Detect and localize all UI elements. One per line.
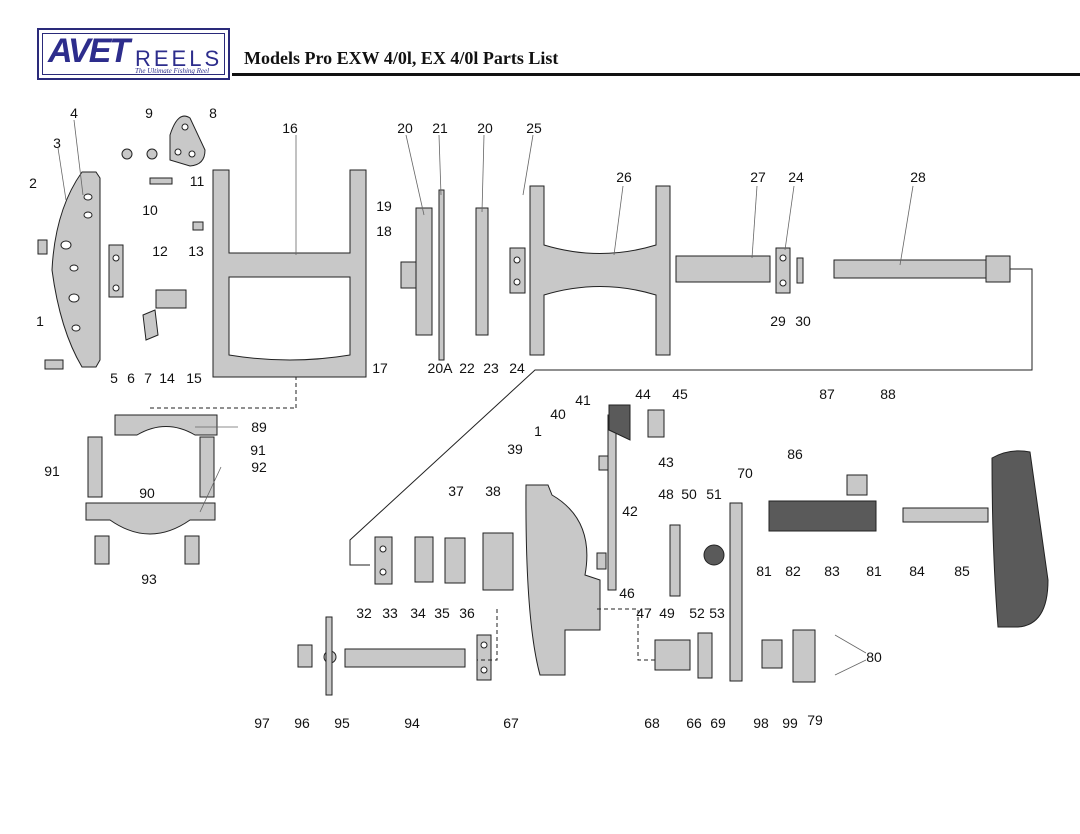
part-label: 15 bbox=[186, 370, 202, 386]
part-label: 50 bbox=[681, 486, 697, 502]
part-label: 80 bbox=[866, 649, 882, 665]
part-label: 67 bbox=[503, 715, 519, 731]
part-label: 28 bbox=[910, 169, 926, 185]
part-label: 66 bbox=[686, 715, 702, 731]
part-label: 20 bbox=[477, 120, 493, 136]
part-label: 20 bbox=[397, 120, 413, 136]
part-label: 35 bbox=[434, 605, 450, 621]
part-label: 91 bbox=[44, 463, 60, 479]
part-label: 52 bbox=[689, 605, 705, 621]
part-label: 88 bbox=[880, 386, 896, 402]
part-label: 14 bbox=[159, 370, 175, 386]
part-label: 1 bbox=[534, 423, 542, 439]
part-label: 41 bbox=[575, 392, 591, 408]
part-label: 24 bbox=[788, 169, 804, 185]
spool bbox=[529, 185, 671, 356]
part-label: 16 bbox=[282, 120, 298, 136]
part-label: 84 bbox=[909, 563, 925, 579]
part-label: 23 bbox=[483, 360, 499, 376]
part-label: 96 bbox=[294, 715, 310, 731]
part-label: 69 bbox=[710, 715, 726, 731]
part-label: 70 bbox=[737, 465, 753, 481]
part-label: 6 bbox=[127, 370, 135, 386]
part-label: 86 bbox=[787, 446, 803, 462]
part-label: 81 bbox=[866, 563, 882, 579]
part-label: 83 bbox=[824, 563, 840, 579]
part-label: 87 bbox=[819, 386, 835, 402]
part-label: 40 bbox=[550, 406, 566, 422]
part-label: 2 bbox=[29, 175, 37, 191]
handle-knob bbox=[991, 450, 1049, 628]
part-label: 5 bbox=[110, 370, 118, 386]
part-label: 39 bbox=[507, 441, 523, 457]
part-label: 44 bbox=[635, 386, 651, 402]
part-label: 43 bbox=[658, 454, 674, 470]
part-label: 85 bbox=[954, 563, 970, 579]
part-label: 8 bbox=[209, 105, 217, 121]
part-label: 51 bbox=[706, 486, 722, 502]
part-label: 37 bbox=[448, 483, 464, 499]
part-label: 92 bbox=[251, 459, 267, 475]
part-label: 20A bbox=[428, 360, 454, 376]
part-label: 27 bbox=[750, 169, 766, 185]
part-label: 10 bbox=[142, 202, 158, 218]
part-label: 47 bbox=[636, 605, 652, 621]
part-label: 26 bbox=[616, 169, 632, 185]
right-side-plate bbox=[525, 484, 601, 676]
part-label: 4 bbox=[70, 105, 78, 121]
part-label: 21 bbox=[432, 120, 448, 136]
part-label: 82 bbox=[785, 563, 801, 579]
part-label: 99 bbox=[782, 715, 798, 731]
part-label: 91 bbox=[250, 442, 266, 458]
part-label: 49 bbox=[659, 605, 675, 621]
part-label: 68 bbox=[644, 715, 660, 731]
part-label: 9 bbox=[145, 105, 153, 121]
part-label: 24 bbox=[509, 360, 525, 376]
part-label: 89 bbox=[251, 419, 267, 435]
part-label: 93 bbox=[141, 571, 157, 587]
part-label: 30 bbox=[795, 313, 811, 329]
part-label: 36 bbox=[459, 605, 475, 621]
part-label: 94 bbox=[404, 715, 420, 731]
logo-word: REELS bbox=[135, 46, 223, 71]
part-label: 42 bbox=[622, 503, 638, 519]
part-label: 1 bbox=[36, 313, 44, 329]
part-label: 46 bbox=[619, 585, 635, 601]
part-label: 13 bbox=[188, 243, 204, 259]
part-label: 98 bbox=[753, 715, 769, 731]
logo-tagline: The Ultimate Fishing Reel bbox=[135, 67, 210, 75]
part-label: 34 bbox=[410, 605, 426, 621]
part-label: 25 bbox=[526, 120, 542, 136]
part-label: 81 bbox=[756, 563, 772, 579]
part-label: 7 bbox=[144, 370, 152, 386]
part-label: 48 bbox=[658, 486, 674, 502]
part-label: 38 bbox=[485, 483, 501, 499]
part-label: 33 bbox=[382, 605, 398, 621]
part-label: 29 bbox=[770, 313, 786, 329]
part-label: 11 bbox=[190, 173, 205, 189]
part-label: 22 bbox=[459, 360, 475, 376]
part-label: 12 bbox=[152, 243, 168, 259]
part-label: 17 bbox=[372, 360, 388, 376]
reel-frame bbox=[212, 169, 367, 378]
part-label: 95 bbox=[334, 715, 350, 731]
part-label: 79 bbox=[807, 712, 823, 728]
logo-brand: AVET bbox=[48, 32, 130, 70]
part-label: 19 bbox=[376, 198, 392, 214]
part-label: 97 bbox=[254, 715, 270, 731]
avet-logo: AVET REELS The Ultimate Fishing Reel bbox=[37, 28, 230, 80]
part-label: 3 bbox=[53, 135, 61, 151]
part-label: 90 bbox=[139, 485, 155, 501]
part-label: 32 bbox=[356, 605, 372, 621]
part-label: 18 bbox=[376, 223, 392, 239]
part-label: 45 bbox=[672, 386, 688, 402]
title-rule bbox=[232, 73, 1080, 76]
page-title: Models Pro EXW 4/0l, EX 4/0l Parts List bbox=[244, 48, 559, 68]
part-label: 53 bbox=[709, 605, 725, 621]
